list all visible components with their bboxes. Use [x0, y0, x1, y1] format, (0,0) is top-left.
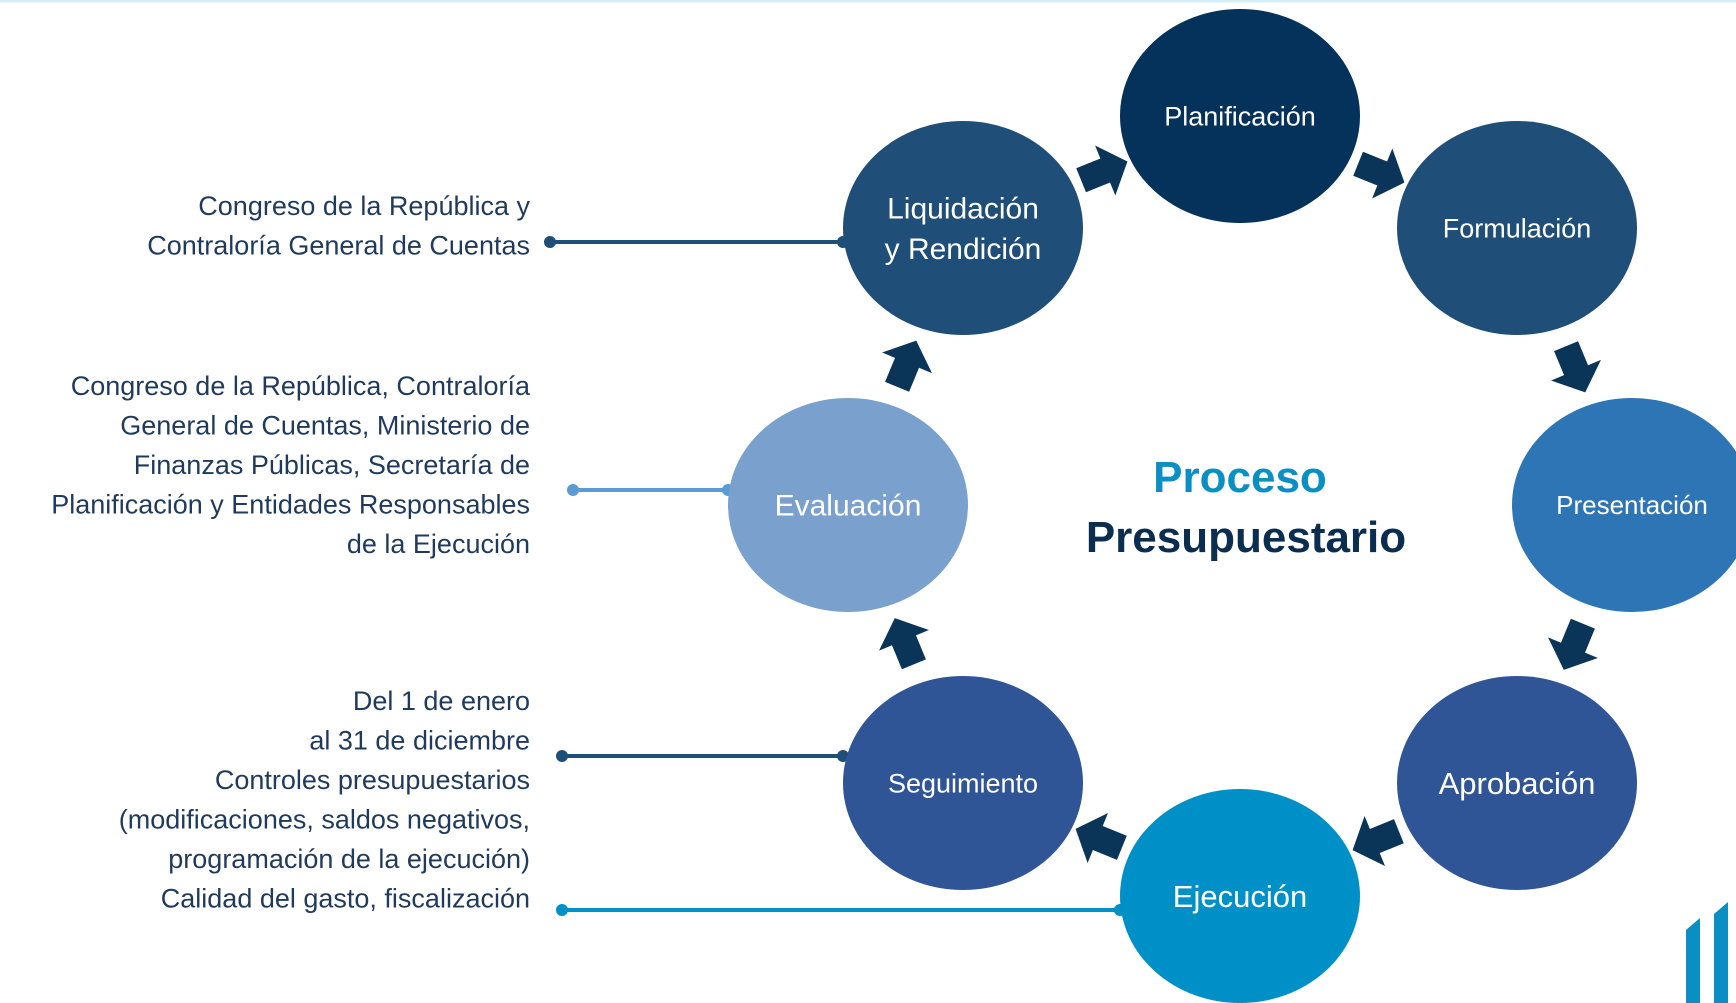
- stage-aprobacion: Aprobación: [1397, 676, 1637, 890]
- cycle-arrow-icon: [879, 618, 929, 670]
- annotation-evaluacion: Congreso de la República, ContraloríaGen…: [51, 371, 531, 559]
- stage-circle: [1120, 9, 1360, 223]
- cycle-arrow-icon: [882, 340, 932, 392]
- logo-mark-icon: [1686, 902, 1728, 1003]
- connector-dot-end: [837, 750, 849, 762]
- stage-label: Planificación: [1164, 101, 1316, 131]
- annotation-line: (modificaciones, saldos negativos,: [119, 805, 530, 835]
- connector-dot-start: [544, 236, 556, 248]
- cycle-arrow-icon: [1352, 816, 1404, 867]
- connector-dot-start: [556, 750, 568, 762]
- cycle-arrow-icon: [1548, 618, 1598, 670]
- annotation-line: General de Cuentas, Ministerio de: [120, 411, 530, 441]
- annotation-line: Calidad del gasto, fiscalización: [161, 884, 530, 914]
- annotation-line: de la Ejecución: [347, 529, 530, 559]
- stage-label: Liquidación: [887, 192, 1039, 225]
- stage-label: Evaluación: [775, 490, 922, 523]
- stage-label: Formulación: [1443, 213, 1592, 243]
- stage-liquidacion: Liquidación y Rendición: [843, 121, 1083, 335]
- stage-circle: [1512, 398, 1736, 612]
- center-title-line2: Presupuestario: [1086, 513, 1406, 562]
- stage-formulacion: Formulación: [1397, 121, 1637, 335]
- stage-label: Seguimiento: [888, 768, 1038, 798]
- stage-planificacion: Planificación: [1120, 9, 1360, 223]
- stage-ejecucion: Ejecución: [1120, 789, 1360, 1003]
- stage-label: Ejecución: [1173, 879, 1307, 914]
- stage-label: Presentación: [1556, 490, 1708, 520]
- annotation-line: Planificación y Entidades Responsables: [51, 490, 530, 520]
- responsible-annotations: Congreso de la República y Contraloría Ge…: [51, 191, 531, 914]
- annotation-line: Congreso de la República, Contraloría: [71, 371, 531, 401]
- cycle-arrow-icon: [1551, 341, 1601, 393]
- cycle-arrow-icon: [1075, 812, 1127, 863]
- connector-dot-start: [567, 484, 579, 496]
- annotation-line: Congreso de la República y: [198, 191, 530, 221]
- annotation-line: Contraloría General de Cuentas: [147, 231, 530, 261]
- annotation-liquidacion: Congreso de la República y Contraloría Ge…: [147, 191, 530, 261]
- cycle-arrows: [879, 145, 1601, 867]
- stage-label: Aprobación: [1439, 766, 1596, 801]
- stage-label: y Rendición: [885, 233, 1042, 266]
- annotation-line: Finanzas Públicas, Secretaría de: [134, 450, 530, 480]
- cycle-arrow-icon: [1076, 145, 1128, 196]
- annotation-seguimiento: Del 1 de enero al 31 de diciembreControle…: [119, 686, 530, 914]
- stage-presentacion: Presentación: [1512, 398, 1736, 612]
- stage-circle: [1397, 676, 1637, 890]
- stage-circle: [1120, 789, 1360, 1003]
- stage-evaluacion: Evaluación: [728, 398, 968, 612]
- annotation-line: Del 1 de enero: [353, 686, 530, 716]
- center-title-line1: Proceso: [1153, 453, 1327, 502]
- stage-circle: [843, 121, 1083, 335]
- stage-seguimiento: Seguimiento: [843, 676, 1083, 890]
- cycle-arrow-icon: [1353, 148, 1405, 199]
- stage-circle: [843, 676, 1083, 890]
- annotation-line: al 31 de diciembre: [309, 726, 530, 756]
- annotation-line: Controles presupuestarios: [215, 765, 530, 795]
- stage-circle: [1397, 121, 1637, 335]
- stage-circle: [728, 398, 968, 612]
- annotation-line: programación de la ejecución): [168, 844, 530, 874]
- process-stages: PlanificaciónFormulaciónPresentaciónApro…: [728, 9, 1736, 1003]
- connector-dot-start: [556, 904, 568, 916]
